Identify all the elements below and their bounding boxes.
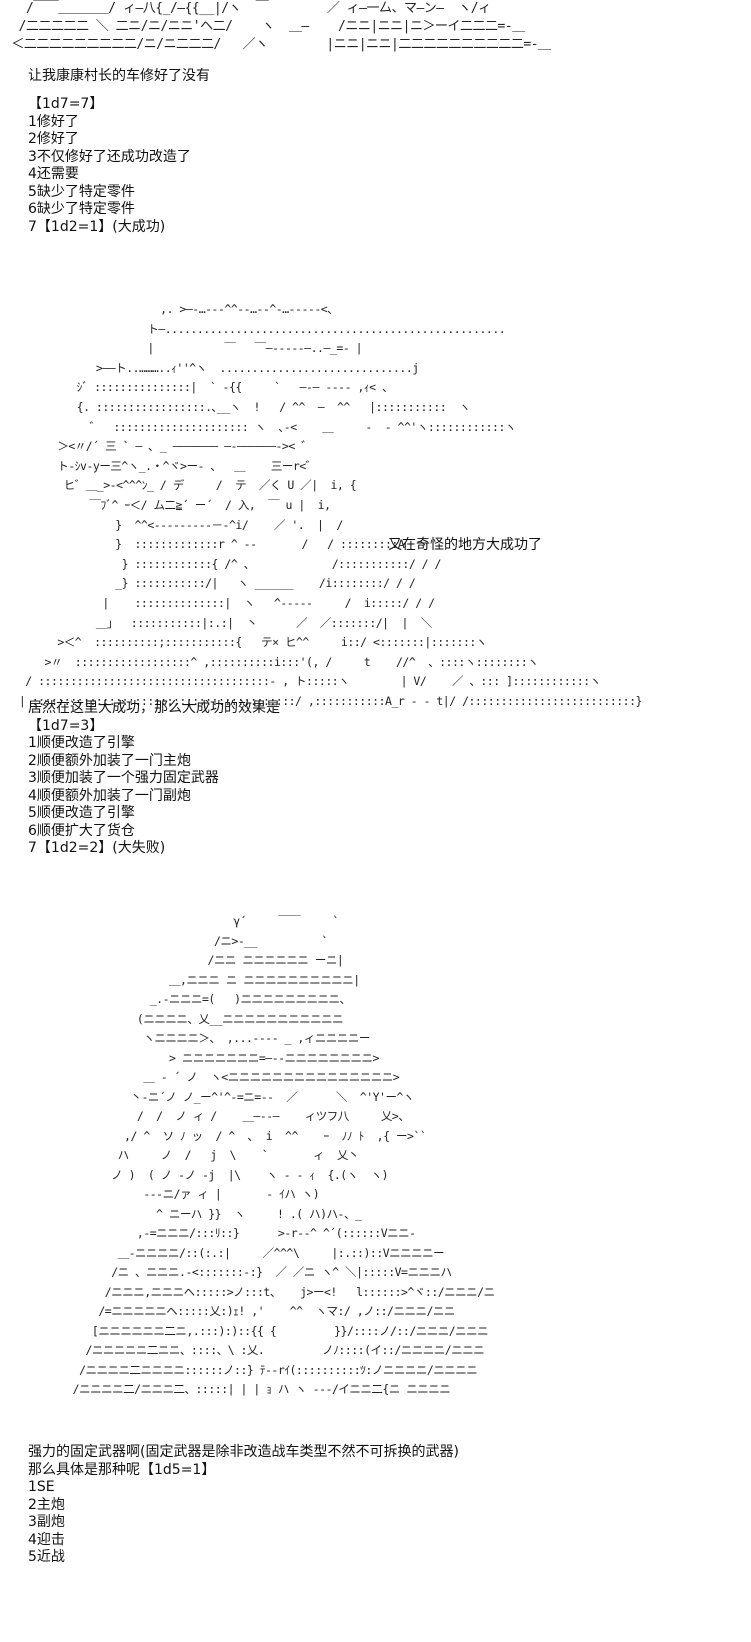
option-4: 4还需要 [28,166,79,182]
dice-roll-block-3: 强力的固定武器啊(固定武器是除非改造战车类型不然不可拆换的武器) 那么具体是那种… [28,1444,459,1567]
option-4: 4顺便额外加装了一门副炮 [28,787,191,804]
option-4: 4迎击 [28,1531,65,1548]
option-3: 3副炮 [28,1514,65,1530]
option-2: 2顺便额外加装了一门主炮 [28,752,191,769]
block-3-question: 那么具体是那种呢【1d5=1】 [28,1461,216,1478]
option-3: 3顺便加装了一个强力固定武器 [28,770,219,786]
option-1: 1修好了 [28,113,79,130]
dice-roll-block-2: 居然在这里大成功，那么大成功的效果是 【1d7=3】 1顺便改造了引擎 2顺便额… [28,700,280,858]
dice-roll-block-1: 【1d7=7】 1修好了 2修好了 3不仅修好了还成功改造了 4还需要 5缺少了… [28,96,191,236]
ascii-art-figure-1: ,. >―‐…‐‐‐^^‐‐…‐‐^‐…‐‐‐‐-<、 ト―..........… [18,302,643,708]
option-6: 6顺便扩大了货仓 [28,822,135,839]
figure-1-caption: 又在奇怪的地方大成功了 [388,537,542,553]
block-3-heading: 强力的固定武器啊(固定武器是除非改造战车类型不然不可拆换的武器) [28,1444,459,1460]
option-1: 1顺便改造了引擎 [28,735,135,751]
intro-line: 让我康康村长的车修好了没有 [28,68,210,84]
option-7: 7【1d2=1】(大成功) [28,218,166,235]
option-7: 7【1d2=2】(大失败) [28,840,166,856]
roll-result: 【1d7=7】 [28,96,104,112]
option-5: 5近战 [28,1549,65,1565]
roll-result: 【1d7=3】 [28,717,104,734]
option-5: 5缺少了特定零件 [28,183,135,200]
ascii-art-figure-2: γ´ ￣￣ ` /ニ>-__ ` /ニニ ニニニニニニ ーニ| ＿,ニニニ ニ … [72,914,495,1396]
option-1: 1SE [28,1479,55,1495]
block-2-heading: 居然在这里大成功，那么大成功的效果是 [28,700,280,716]
option-3: 3不仅修好了还成功改造了 [28,148,191,165]
ascii-art-top-fragment: /￣￣＿＿＿＿/ ィ―八{_/―{{__|/ヽ ￣ ／ ィ―一厶、マ―ン― ヽ/… [11,1,551,52]
option-5: 5顺便改造了引擎 [28,805,135,821]
intro-text: 让我康康村长的车修好了没有 [28,68,210,86]
option-2: 2修好了 [28,131,79,147]
option-6: 6缺少了特定零件 [28,201,135,217]
option-2: 2主炮 [28,1496,65,1513]
